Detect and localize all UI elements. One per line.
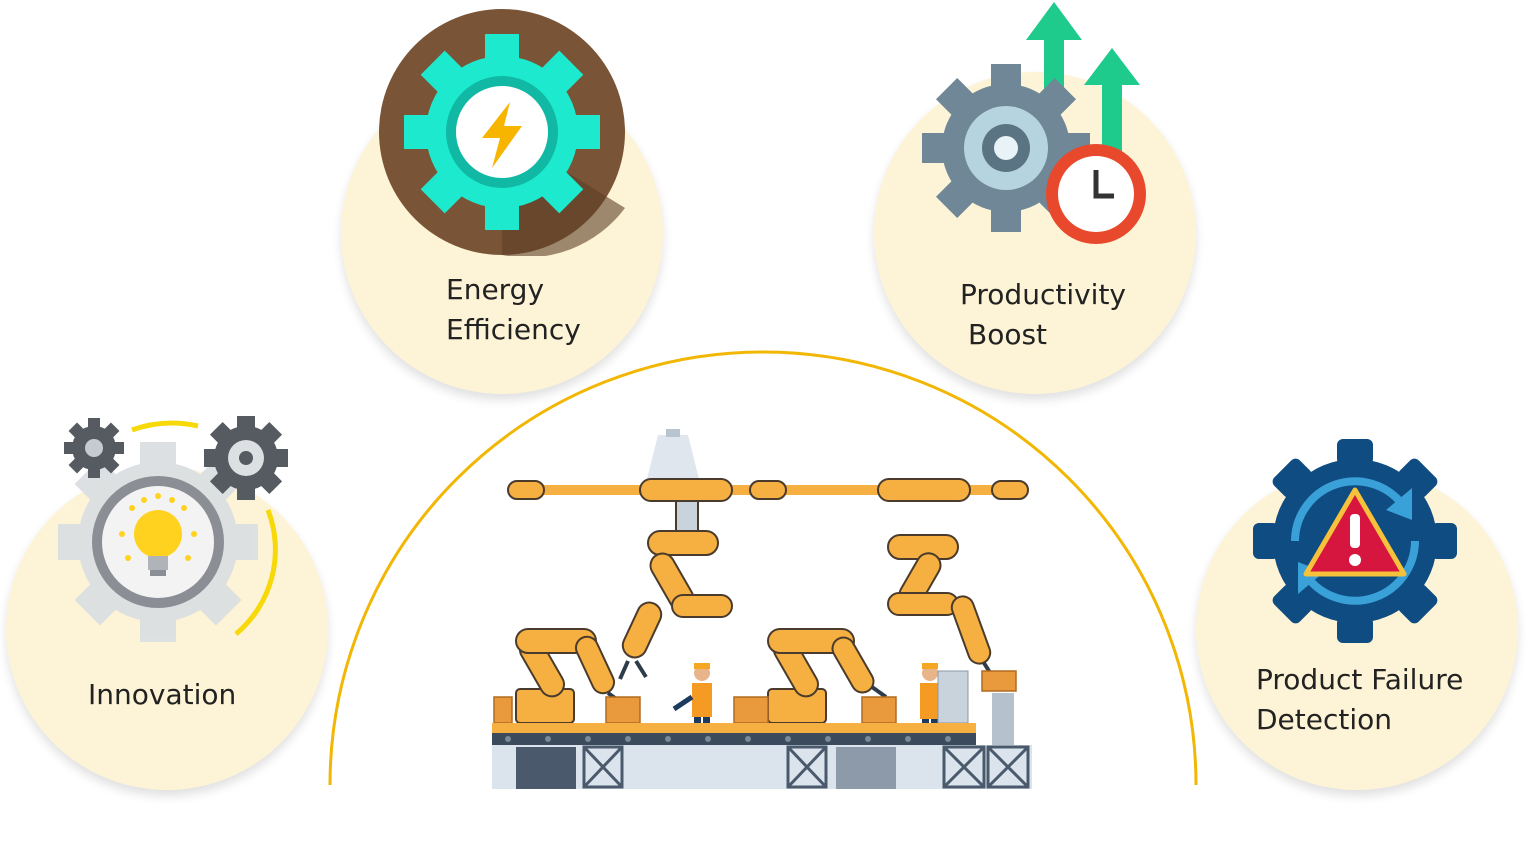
- energy-label-line2: Efficiency: [446, 313, 581, 346]
- failure-label: Product Failure Detection: [1256, 660, 1463, 740]
- innovation-label-line1: Innovation: [88, 678, 237, 711]
- conveyor-belt: [492, 723, 1032, 789]
- boxes: [493, 670, 1017, 724]
- productivity-label-line1: Productivity: [960, 278, 1126, 311]
- robot-arm-floor-1: [515, 628, 624, 724]
- robot-arm-hanging-2: [887, 534, 996, 681]
- innovation-label: Innovation: [88, 675, 236, 715]
- energy-gear-icon: [379, 9, 625, 256]
- robotic-assembly-line-illustration: [492, 429, 1032, 789]
- productivity-label-line2: Boost: [968, 318, 1048, 351]
- control-panel: [937, 670, 969, 724]
- productivity-gear-icon: [922, 2, 1146, 244]
- energy-label-line1: Energy: [446, 273, 545, 306]
- failure-label-line1: Product Failure: [1256, 663, 1464, 696]
- productivity-label: Productivity Boost: [960, 275, 1126, 355]
- failure-warning-icon: [1253, 439, 1457, 643]
- robot-arm-floor-2: [767, 628, 888, 724]
- failure-label-line2: Detection: [1256, 703, 1393, 736]
- ceiling-lamp: [646, 435, 700, 483]
- energy-label: Energy Efficiency: [446, 270, 581, 350]
- robot-arm-hanging-1: [618, 500, 733, 680]
- innovation-bulb-icon: [58, 416, 288, 642]
